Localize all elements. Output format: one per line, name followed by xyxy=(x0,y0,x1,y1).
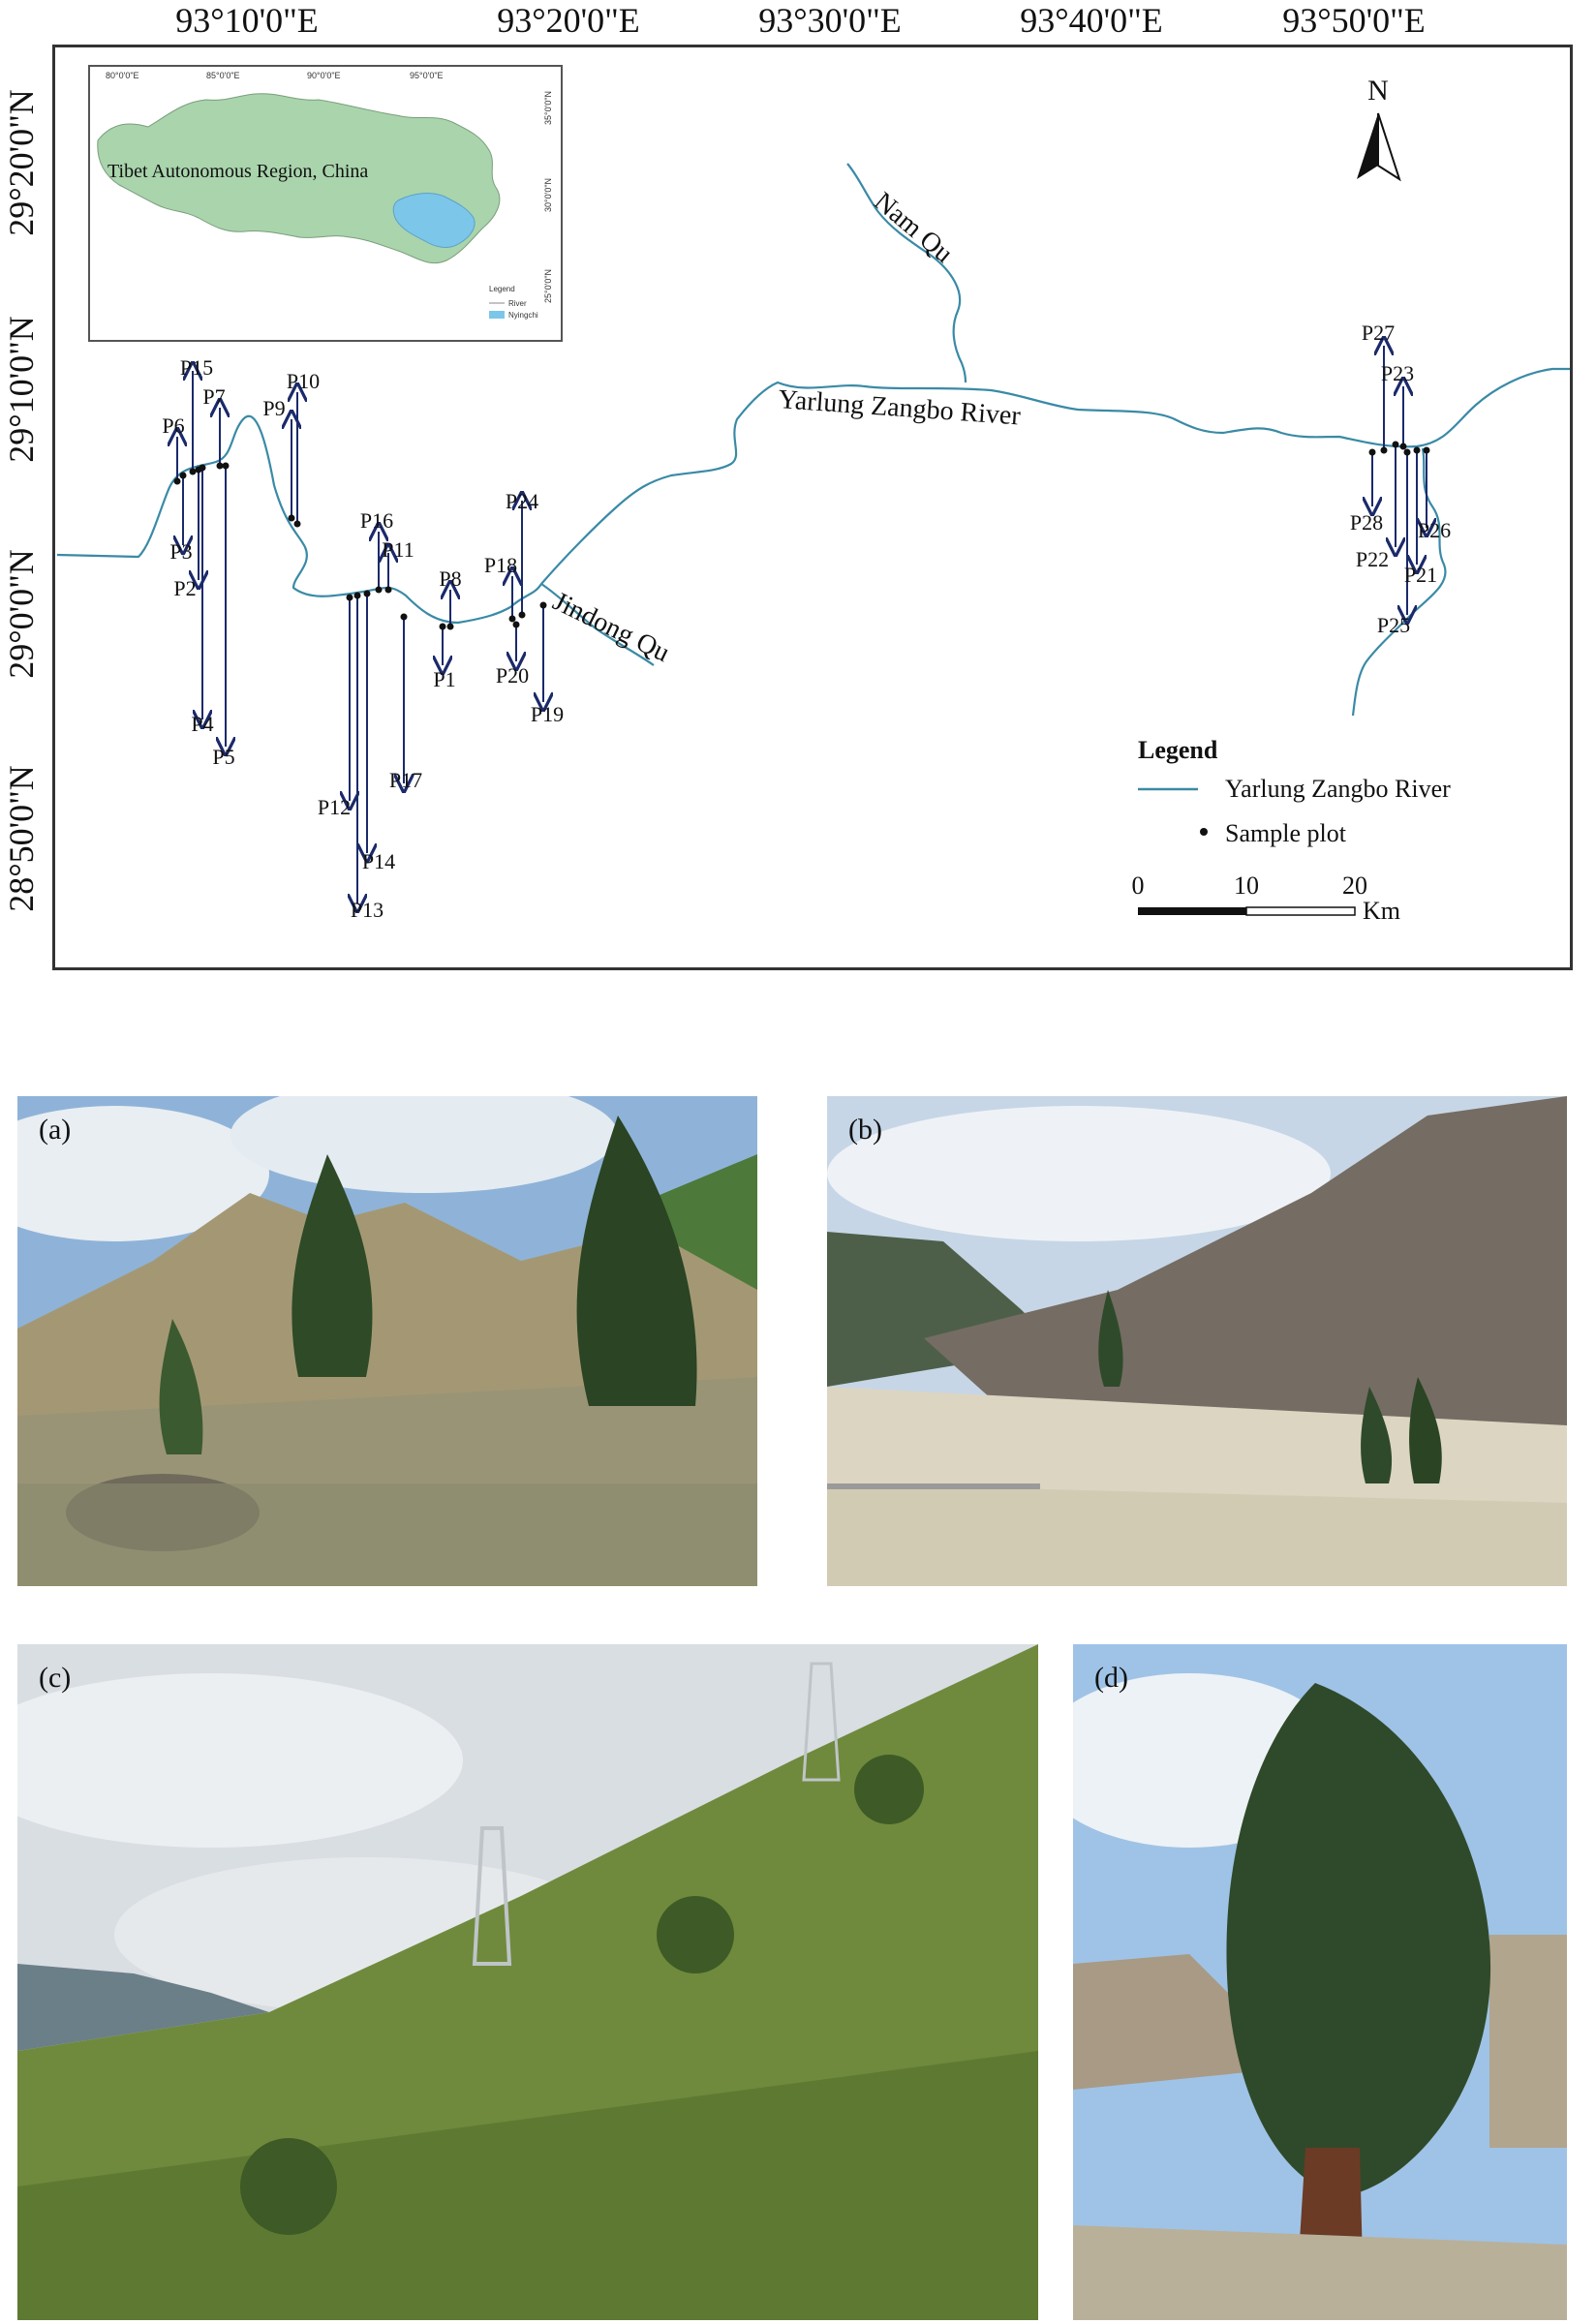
scale-tick: 0 xyxy=(1132,872,1145,900)
inset-lon-tick: 85°0'0"E xyxy=(206,71,240,80)
photo-c-image xyxy=(17,1644,1038,2320)
scale-tick: 10 xyxy=(1234,872,1259,900)
lon-label-4: 93°40'0"E xyxy=(1020,1,1163,40)
nam-qu-river xyxy=(846,163,967,383)
nam-qu-label: Nam Qu xyxy=(869,187,959,269)
map-legend: Legend Yarlung Zangbo River Sample plot xyxy=(1138,736,1451,847)
lon-label-3: 93°30'0"E xyxy=(758,1,902,40)
plot-label: P8 xyxy=(439,566,461,591)
yarlung-zangbo-river xyxy=(56,367,1570,625)
map-canvas: P3 P6 P15 P2 P4 P7 P5 P9 P10 P12 P13 P14… xyxy=(56,75,1570,925)
nyingchi-region-shape xyxy=(392,193,476,248)
plot-label: P14 xyxy=(362,849,395,873)
inset-legend-title: Legend xyxy=(489,285,515,293)
photo-a: (a) xyxy=(17,1096,757,1586)
photo-c: (c) xyxy=(17,1644,1038,2320)
plot-label: P15 xyxy=(180,355,213,380)
plot-label: P9 xyxy=(262,396,285,420)
lat-label-3: 29°0'0"N xyxy=(2,549,41,679)
photo-b-image xyxy=(827,1096,1567,1586)
photo-a-image xyxy=(17,1096,757,1586)
plot-label: P20 xyxy=(496,663,529,688)
plot-label: P17 xyxy=(389,768,422,792)
plot-label: P12 xyxy=(318,795,351,819)
plot-label: P5 xyxy=(212,745,234,769)
plot-labels: P3 P6 P15 P2 P4 P7 P5 P9 P10 P12 P13 P14… xyxy=(162,321,1451,922)
inset-lat-tick: 35°0'0"N xyxy=(543,91,553,125)
inset-lon-tick: 95°0'0"E xyxy=(410,71,444,80)
legend-plot-swatch xyxy=(1200,828,1208,836)
plot-label: P4 xyxy=(191,712,213,736)
inset-legend: Legend River Nyingchi xyxy=(489,285,538,320)
inset-map: 80°0'0"E 85°0'0"E 90°0'0"E 95°0'0"E 35°0… xyxy=(88,65,563,342)
lon-label-2: 93°20'0"E xyxy=(497,1,640,40)
legend-plot-label: Sample plot xyxy=(1225,819,1347,847)
jindong-qu-river xyxy=(540,583,655,666)
plot-label: P13 xyxy=(351,898,384,922)
inset-canvas: 80°0'0"E 85°0'0"E 90°0'0"E 95°0'0"E 35°0… xyxy=(97,71,553,320)
plot-label: P24 xyxy=(506,489,538,513)
inset-legend-region: Nyingchi xyxy=(508,311,538,320)
photo-d: (d) xyxy=(1073,1644,1567,2320)
plot-label: P21 xyxy=(1404,563,1437,587)
photo-c-label: (c) xyxy=(39,1662,72,1694)
photo-b-label: (b) xyxy=(848,1114,882,1146)
plot-label: P7 xyxy=(202,384,225,409)
plot-label: P1 xyxy=(433,667,455,691)
plot-label: P27 xyxy=(1362,321,1395,345)
lat-label-2: 29°10'0"N xyxy=(2,316,41,463)
plot-label: P19 xyxy=(531,702,564,726)
north-arrow-icon: N xyxy=(1357,75,1401,182)
lon-label-5: 93°50'0"E xyxy=(1282,1,1426,40)
plot-label: P16 xyxy=(360,508,393,533)
plot-label: P18 xyxy=(484,553,517,577)
jindong-label: Jindong Qu xyxy=(548,586,674,668)
plot-label: P10 xyxy=(287,369,320,393)
inset-lat-tick: 30°0'0"N xyxy=(543,178,553,212)
plot-points xyxy=(173,441,1430,630)
photo-a-label: (a) xyxy=(39,1114,72,1146)
scale-bar: 0 10 20 Km xyxy=(1132,872,1401,925)
inset-lat-tick: 25°0'0"N xyxy=(543,269,553,303)
inset-lon-tick: 90°0'0"E xyxy=(307,71,341,80)
lat-label-1: 29°20'0"N xyxy=(2,89,41,236)
southern-tributary xyxy=(1351,447,1447,717)
scale-unit: Km xyxy=(1363,897,1400,925)
plot-label: P3 xyxy=(169,539,192,564)
photo-b: (b) xyxy=(827,1096,1567,1586)
photo-d-image xyxy=(1073,1644,1567,2320)
lon-label-1: 93°10'0"E xyxy=(175,1,319,40)
plot-label: P11 xyxy=(382,537,414,562)
photo-d-label: (d) xyxy=(1094,1662,1128,1694)
legend-title: Legend xyxy=(1138,736,1218,764)
study-area-map: P3 P6 P15 P2 P4 P7 P5 P9 P10 P12 P13 P14… xyxy=(52,45,1573,970)
plot-label: P23 xyxy=(1381,361,1414,385)
inset-legend-river: River xyxy=(508,299,527,308)
north-label: N xyxy=(1367,75,1389,107)
plot-label: P22 xyxy=(1356,547,1389,571)
plot-label: P28 xyxy=(1350,510,1383,535)
plot-label: P6 xyxy=(162,413,184,438)
inset-lon-tick: 80°0'0"E xyxy=(106,71,139,80)
plot-label: P26 xyxy=(1418,518,1451,542)
plot-label: P2 xyxy=(173,576,196,600)
legend-river-label: Yarlung Zangbo River xyxy=(1225,775,1451,803)
plot-arrows xyxy=(177,346,1427,903)
yarlung-label: Yarlung Zangbo River xyxy=(778,384,1023,431)
scale-tick: 20 xyxy=(1342,872,1367,900)
inset-title: Tibet Autonomous Region, China xyxy=(107,161,368,182)
lat-label-4: 28°50'0"N xyxy=(2,765,41,912)
plot-label: P25 xyxy=(1377,613,1410,637)
